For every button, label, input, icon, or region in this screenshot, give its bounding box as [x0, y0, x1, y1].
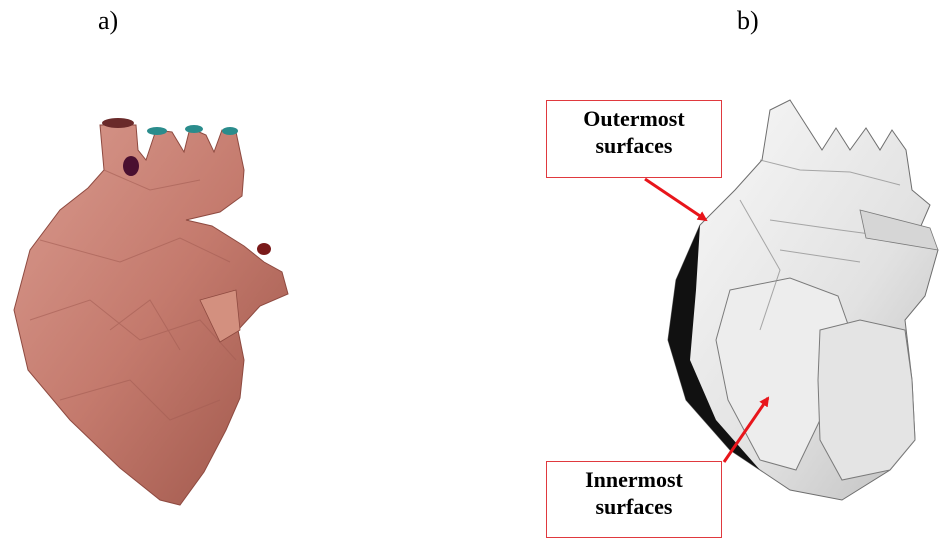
outermost-surfaces-callout: Outermost surfaces	[546, 100, 722, 178]
callout-inner-line1: Innermost	[547, 466, 721, 493]
callout-inner-line2: surfaces	[547, 493, 721, 520]
callout-outer-line1: Outermost	[547, 105, 721, 132]
heart-a-model	[14, 118, 288, 505]
callout-outer-line2: surfaces	[547, 132, 721, 159]
innermost-surfaces-callout: Innermost surfaces	[546, 461, 722, 538]
outer-arrow	[645, 179, 706, 220]
